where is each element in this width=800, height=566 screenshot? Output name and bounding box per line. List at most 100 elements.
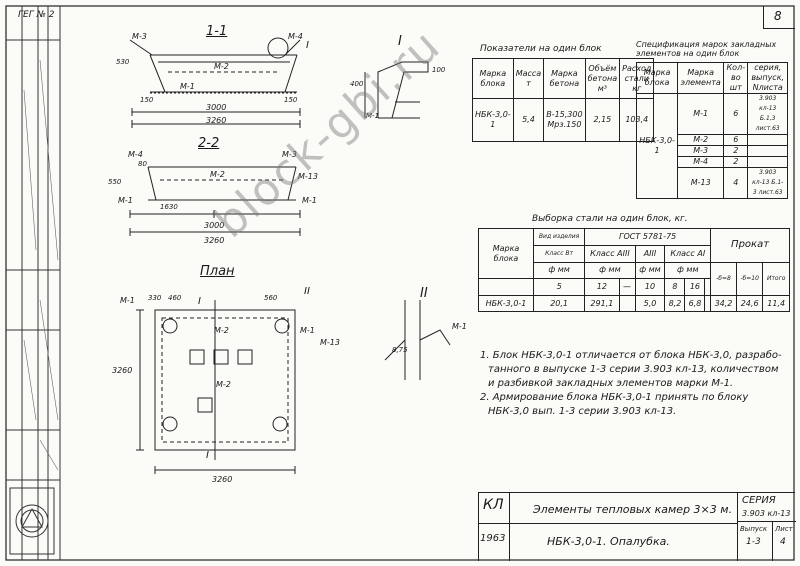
note-line: 2. Армирование блока НБК-3,0-1 принять п… xyxy=(480,392,749,403)
indicators-caption: Показатели на один блок xyxy=(480,44,602,54)
steel-blank xyxy=(478,278,534,296)
section-1-1-drawing xyxy=(129,37,301,128)
steel-prokat-1: -б=8 xyxy=(710,261,737,296)
title-divider xyxy=(509,523,737,524)
issue-value: 1-3 xyxy=(746,537,761,547)
steel-h-aiii: Класс АIII xyxy=(584,244,636,263)
spec-el: М-2 xyxy=(677,134,725,146)
plan-dim-330: 330 xyxy=(148,294,162,302)
label2-m4: М-4 xyxy=(128,150,143,159)
steel-dia-3: ф мм xyxy=(634,261,666,280)
steel-size: 8 xyxy=(664,278,686,296)
steel-val: 11,4 xyxy=(762,295,790,312)
spec-qty: 2 xyxy=(723,156,749,168)
drawing-title: Элементы тепловых камер 3×3 м. xyxy=(533,503,733,516)
plan-dim-3260-bottom: 3260 xyxy=(212,475,233,484)
detailII-label-m1: М-1 xyxy=(452,322,467,331)
steel-blank-2 xyxy=(704,278,712,296)
plan-label-m13: М-13 xyxy=(320,338,340,347)
spec-qty: 6 xyxy=(723,93,749,135)
steel-row-block: НБК-3,0-1 xyxy=(478,295,534,312)
spec-series xyxy=(747,145,788,157)
label-m1: М-1 xyxy=(180,82,195,91)
spec-h-series: серия, выпуск, Nлиста xyxy=(747,62,788,94)
dim-150-b: 150 xyxy=(284,96,298,104)
spec-series: 3.903 кл-13 Б.1,3 лист.63 xyxy=(747,93,788,135)
section-2-2-title: 2-2 xyxy=(198,136,220,151)
dim-3000: 3000 xyxy=(206,103,227,112)
drawing-subtitle: НБК-3,0-1. Опалубка. xyxy=(547,535,670,548)
ind-h-block: Марка блока xyxy=(472,58,514,99)
steel-prokat-3: Итого xyxy=(762,261,790,296)
spec-el: М-1 xyxy=(677,93,725,135)
org-cell: КЛ 1963 xyxy=(479,493,510,561)
plan-label-m1: М-1 xyxy=(120,296,135,305)
page-number-box: 8 xyxy=(763,6,795,29)
steel-size: 16 xyxy=(684,278,706,296)
label2-m1-b: М-1 xyxy=(302,196,317,205)
year: 1963 xyxy=(480,533,506,544)
steel-caption: Выборка стали на один блок, кг. xyxy=(532,214,688,224)
label2-m3: М-3 xyxy=(282,150,297,159)
steel-val: 5,0 xyxy=(634,295,666,312)
spec-qty: 6 xyxy=(723,134,749,146)
section-2-2-drawing xyxy=(129,166,301,236)
plan-drawing xyxy=(136,300,296,474)
dim-3260: 3260 xyxy=(206,116,227,125)
plan-title: План xyxy=(200,264,235,279)
series-value: 3.903 кл-13 xyxy=(742,509,791,518)
page-number: 8 xyxy=(774,9,782,23)
org-divider xyxy=(479,523,509,524)
stamp-code: ГЕГ № 2 xyxy=(18,10,55,20)
detailI-dim-100: 100 xyxy=(432,66,446,74)
steel-val: 291,1 xyxy=(584,295,620,312)
steel-size: 12 xyxy=(584,278,620,296)
detail-I-title: I xyxy=(398,34,402,49)
steel-val: 6,8 xyxy=(684,295,706,312)
spec-h-qty: Кол-во шт xyxy=(723,62,749,94)
dim-150: 150 xyxy=(140,96,154,104)
indicators-table: Марка блока Масса т Марка бетона Объём б… xyxy=(472,58,655,142)
label-m2: М-2 xyxy=(214,62,229,71)
label2-m2: М-2 xyxy=(210,170,225,179)
left-binding-strip xyxy=(6,6,61,560)
spec-el: М-13 xyxy=(677,167,725,199)
section-1-1-title: 1-1 xyxy=(206,24,228,39)
spec-block: НБК-3,0-1 xyxy=(635,93,679,199)
detailI-dim-400: 400 xyxy=(350,80,364,88)
steel-val: 20,1 xyxy=(532,295,586,312)
steel-dia: ф мм xyxy=(532,261,586,280)
plan-dim-3260: 3260 xyxy=(112,366,133,375)
ind-mass: 5,4 xyxy=(512,98,545,142)
spec-caption: Спецификация марок закладных элементов н… xyxy=(636,40,777,58)
steel-prokat-2: -б=10 xyxy=(735,261,764,296)
steel-h-aiii2: АIII xyxy=(634,244,666,263)
org-name: КЛ xyxy=(483,497,504,513)
spec-qty: 4 xyxy=(723,167,749,199)
steel-h-ai: Класс АI xyxy=(664,244,712,263)
spec-qty: 2 xyxy=(723,145,749,157)
note-line: танного в выпуске 1-3 серии 3.903 кл-13,… xyxy=(488,364,779,375)
plan-label-I-bottom: I xyxy=(206,450,209,461)
steel-dia-4: ф мм xyxy=(664,261,712,280)
plan-label-m1-b: М-1 xyxy=(300,326,315,335)
steel-h-prokat: Прокат xyxy=(710,228,790,263)
label2-m1: М-1 xyxy=(118,196,133,205)
sheet-label: Лист xyxy=(775,525,793,533)
dim2-80: 80 xyxy=(138,160,147,168)
steel-dia-2: ф мм xyxy=(584,261,636,280)
steel-val: 8,2 xyxy=(664,295,686,312)
dim2-550: 550 xyxy=(108,178,122,186)
dim2-1630: 1630 xyxy=(160,203,178,211)
dim-530: 530 xyxy=(116,58,130,66)
plan-label-I-top: I xyxy=(198,296,201,307)
sheet-divider xyxy=(772,521,773,561)
detail-I-drawing xyxy=(364,61,429,119)
plan-dim-560: 560 xyxy=(264,294,278,302)
detail-II-title: II xyxy=(420,286,428,301)
plan-label-m2: М-2 xyxy=(214,326,229,335)
steel-h-gost: ГОСТ 5781-75 xyxy=(584,228,712,246)
spec-h-element: Марка элемента xyxy=(677,62,725,94)
spec-el: М-3 xyxy=(677,145,725,157)
